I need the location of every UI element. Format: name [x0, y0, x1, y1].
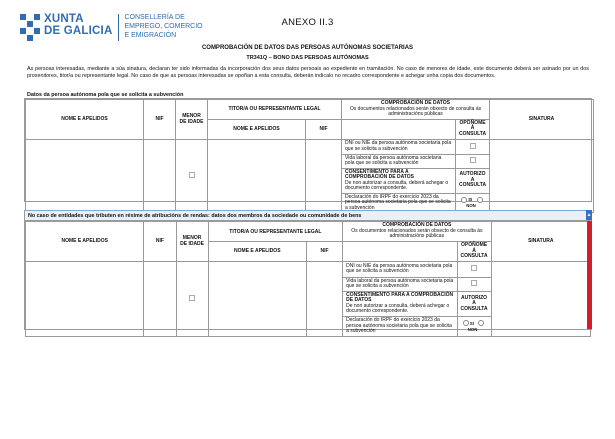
guardian-nif-cell[interactable]	[304, 138, 343, 214]
header-minor: MENOR DE IDADE	[175, 221, 209, 262]
section1-label: Datos da persoa autónoma pola que se sol…	[27, 92, 184, 98]
section2-panel: No caso de entidades que tributen en réx…	[24, 210, 592, 337]
header-guardian: TITOR/A OU REPRESENTANTE LEGAL	[207, 221, 344, 242]
logo-divider	[118, 14, 120, 41]
doc-vida-laboral-label: Vida laboral da persoa autónoma societar…	[342, 276, 458, 292]
header-check: COMPROBACIÓN DE DATOS Os documentos rela…	[341, 99, 491, 120]
scrollbar[interactable]	[587, 221, 592, 329]
minor-cell	[175, 260, 209, 337]
header-guardian-name: NOME E APELIDOS	[207, 118, 306, 140]
scroll-up-button[interactable]: ▴	[586, 210, 592, 220]
guardian-name-cell[interactable]	[207, 138, 306, 214]
authorize-header: AUTORIZO A CONSULTA	[456, 290, 492, 317]
section2-header: No caso de entidades que tributen en réx…	[25, 210, 592, 221]
person-nif-cell[interactable]	[143, 138, 176, 214]
header-guardian: TITOR/A OU REPRESENTANTE LEGAL	[206, 99, 343, 120]
header-guardian-nif: NIF	[304, 118, 343, 140]
header-signature: SINATURA	[489, 99, 595, 140]
authorize-yes-radio[interactable]	[462, 320, 469, 327]
doc-vida-laboral-label: Vida laboral da persoa autónoma societar…	[341, 153, 457, 169]
document-title: COMPROBACIÓN DE DATOS DAS PERSOAS AUTÓNO…	[201, 45, 414, 51]
section2-table: NOME E APELIDOS NIF MENOR DE IDADE TITOR…	[24, 221, 592, 337]
signature-cell[interactable]	[489, 138, 595, 214]
header-guardian-name: NOME E APELIDOS	[207, 241, 307, 262]
header-nif: NIF	[143, 99, 176, 140]
consent-block: CONSENTIMENTO PARA A COMPROBACIÓN DE DAT…	[341, 167, 457, 194]
intro-paragraph: As persoas interesadas, mediante a súa s…	[27, 66, 589, 80]
authorize-radios: SI NON	[456, 315, 492, 337]
header-minor: MENOR DE IDADE	[175, 99, 208, 140]
doc-dni-label: DNI ou NIE da persoa autónoma societaria…	[342, 260, 458, 278]
header-guardian-nif: NIF	[305, 241, 344, 262]
doc-irpf-label: Declaración do IRPF do exercicio 2023 da…	[342, 315, 458, 337]
section1-panel: NOME E APELIDOS NIF MENOR DE IDADE TITOR…	[24, 98, 595, 214]
guardian-nif-cell[interactable]	[305, 260, 344, 337]
logo-name: XUNTA DE GALICIA	[44, 13, 113, 37]
section1-table: NOME E APELIDOS NIF MENOR DE IDADE TITOR…	[25, 99, 595, 214]
member-nif-cell[interactable]	[143, 260, 177, 337]
minor-checkbox[interactable]	[189, 294, 196, 301]
signature-cell[interactable]	[490, 260, 592, 337]
document-subtitle: TR341Q – BONO DAS PERSOAS AUTÓNOMAS	[246, 55, 369, 61]
header-oppose: OPÓÑOME Á CONSULTA	[455, 118, 491, 140]
xunta-emblem-icon	[20, 14, 40, 41]
authorize-header: AUTORIZO A CONSULTA	[455, 167, 491, 194]
minor-checkbox[interactable]	[188, 171, 195, 178]
consent-block: CONSENTIMENTO PARA A COMPROBACIÓN DE DAT…	[342, 290, 458, 317]
header-name: NOME E APELIDOS	[24, 221, 145, 262]
header-nif: NIF	[143, 221, 177, 262]
xunta-logo: XUNTA DE GALICIA CONSELLERÍA DE EMPREGO,…	[20, 13, 203, 41]
person-name-cell[interactable]	[25, 138, 144, 214]
header-signature: SINATURA	[490, 221, 592, 262]
header-name: NOME E APELIDOS	[25, 99, 144, 140]
oppose-dni-checkbox[interactable]	[469, 142, 476, 149]
header-oppose: OPÓÑOME Á CONSULTA	[456, 241, 492, 262]
oppose-vida-laboral-checkbox[interactable]	[471, 280, 478, 287]
doc-dni-label: DNI ou NIE da persoa autónoma societaria…	[341, 138, 457, 155]
member-name-cell[interactable]	[24, 260, 145, 337]
authorize-no-radio[interactable]	[476, 196, 483, 203]
authorize-yes-radio[interactable]	[461, 196, 468, 203]
minor-cell	[175, 138, 208, 214]
header-check: COMPROBACIÓN DE DATOS Os documentos rela…	[342, 221, 492, 242]
oppose-dni-checkbox[interactable]	[471, 265, 478, 272]
annex-title: ANEXO II.3	[281, 17, 334, 28]
logo-department: CONSELLERÍA DE EMPREGO, COMERCIO E EMIGR…	[124, 14, 203, 39]
authorize-no-radio[interactable]	[478, 320, 485, 327]
guardian-name-cell[interactable]	[207, 260, 307, 337]
oppose-vida-laboral-checkbox[interactable]	[469, 157, 476, 164]
